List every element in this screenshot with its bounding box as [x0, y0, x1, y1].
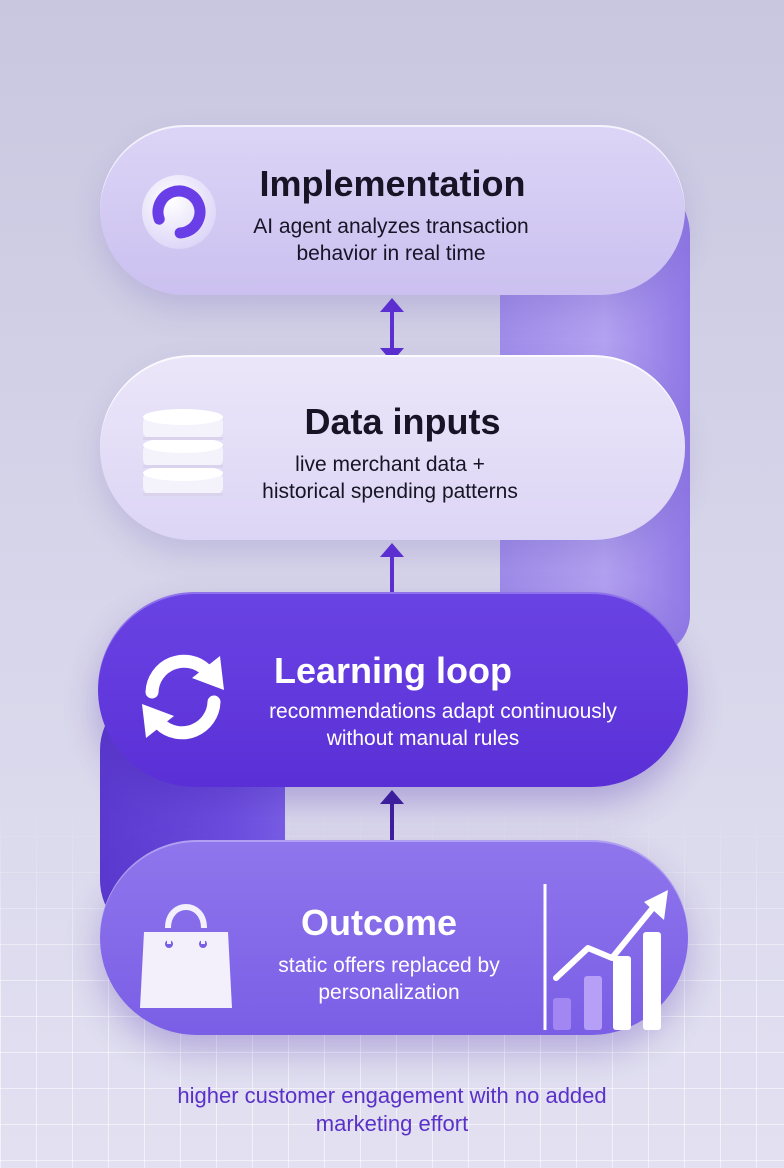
- database-icon: [140, 407, 226, 503]
- step-title: Outcome: [300, 902, 458, 943]
- step-title: Implementation: [259, 163, 526, 204]
- step-description-line: AI agent analyzes transaction: [253, 215, 529, 238]
- step-card-outcome: Outcome static offers replaced by person…: [100, 840, 688, 1035]
- bidirectional-arrow-icon: [380, 298, 404, 362]
- step-description-line: live merchant data +: [295, 453, 485, 476]
- footer-caption: higher customer engagement with no added…: [92, 1082, 692, 1138]
- step-title: Data inputs: [304, 401, 501, 442]
- step-description: live merchant data + historical spending…: [230, 451, 550, 505]
- step-card-data-inputs: Data inputs live merchant data + histori…: [100, 355, 685, 540]
- step-description-line: without manual rules: [326, 727, 520, 750]
- step-description-line: personalization: [318, 981, 460, 1004]
- progress-ring-icon: [140, 173, 218, 251]
- step-description: AI agent analyzes transaction behavior i…: [220, 213, 562, 267]
- step-card-implementation: Implementation AI agent analyzes transac…: [100, 125, 685, 295]
- shopping-bag-icon: [138, 896, 234, 1014]
- step-description-line: recommendations adapt continuously: [269, 700, 617, 723]
- footer-line: higher customer engagement with no added: [177, 1083, 607, 1108]
- step-description: static offers replaced by personalizatio…: [250, 952, 528, 1006]
- refresh-loop-icon: [132, 646, 234, 748]
- footer-line: marketing effort: [315, 1111, 469, 1136]
- step-card-learning-loop: Learning loop recommendations adapt cont…: [98, 592, 688, 787]
- step-description: recommendations adapt continuously witho…: [248, 698, 638, 752]
- step-title: Learning loop: [274, 650, 512, 691]
- step-description-line: behavior in real time: [296, 242, 486, 265]
- step-description-line: static offers replaced by: [278, 954, 500, 977]
- step-description-line: historical spending patterns: [262, 480, 518, 503]
- growth-chart-icon: [540, 880, 672, 1032]
